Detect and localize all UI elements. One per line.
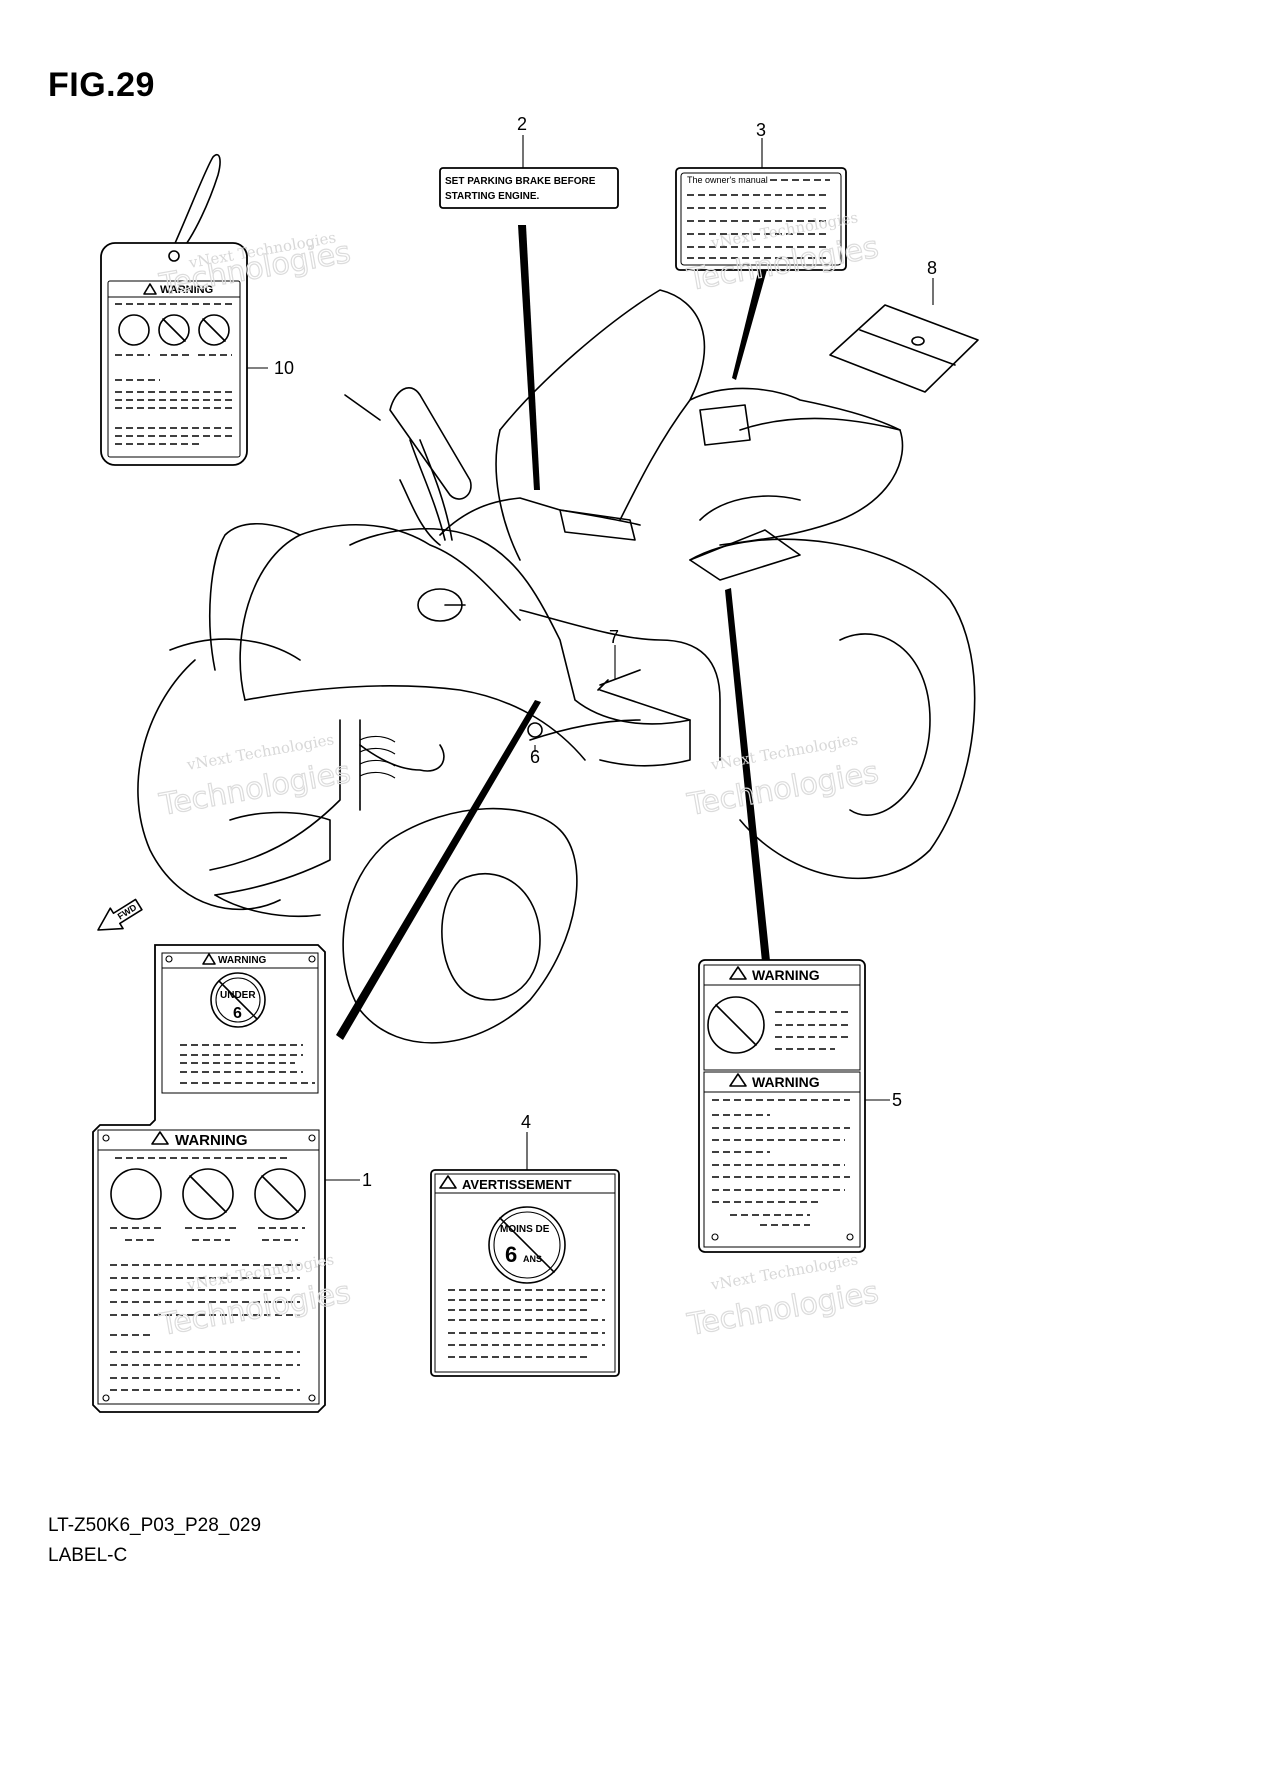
avertissement-unit: ANS <box>523 1254 542 1264</box>
model-code: LT-Z50K6_P03_P28_029 <box>48 1515 262 1536</box>
label-5-warning-top: WARNING <box>752 967 820 983</box>
callout-6: 6 <box>530 747 540 767</box>
label-1-warning-top: WARNING <box>218 955 267 966</box>
label-1-warning-stack: WARNING UNDER 6 WARNING <box>92 944 326 1413</box>
hangtag-warning: WARNING <box>160 284 213 296</box>
leader-lines <box>244 135 934 1181</box>
avertissement-line1: MOINS DE <box>500 1224 550 1235</box>
under-number: 6 <box>233 1005 242 1022</box>
watermark-big-3: Technologies <box>156 755 353 823</box>
label-1-warning-main: WARNING <box>175 1132 248 1149</box>
forward-direction-arrow: FWD <box>97 898 143 931</box>
label-8-sheet <box>829 304 979 393</box>
label-4-avertissement: AVERTISSEMENT MOINS DE 6 ANS <box>430 1169 620 1377</box>
callout-10: 10 <box>274 358 294 378</box>
atv-drawing <box>137 289 976 1044</box>
label-10-hangtag: WARNING <box>100 153 248 466</box>
callout-5: 5 <box>892 1090 902 1110</box>
callout-2: 2 <box>517 114 527 134</box>
parking-brake-line1: SET PARKING BRAKE BEFORE <box>445 176 596 187</box>
label-parking-brake: SET PARKING BRAKE BEFORE STARTING ENGINE… <box>439 167 619 209</box>
label-5-warning: WARNING WARNING <box>698 959 866 1253</box>
parking-brake-line2: STARTING ENGINE. <box>445 191 539 202</box>
callout-3: 3 <box>756 120 766 140</box>
callout-4: 4 <box>521 1112 531 1132</box>
figure-title: FIG.29 <box>48 66 155 104</box>
section-name: LABEL-C <box>48 1545 128 1566</box>
under-word: UNDER <box>220 990 256 1001</box>
callout-1: 1 <box>362 1170 372 1190</box>
callout-8: 8 <box>927 258 937 278</box>
owners-manual-heading: The owner's manual <box>687 175 768 185</box>
label-owners-manual: The owner's manual <box>675 167 847 271</box>
label-5-warning-bottom: WARNING <box>752 1074 820 1090</box>
avertissement-number: 6 <box>505 1242 517 1267</box>
callout-7: 7 <box>609 627 619 647</box>
avertissement-heading: AVERTISSEMENT <box>462 1177 572 1192</box>
